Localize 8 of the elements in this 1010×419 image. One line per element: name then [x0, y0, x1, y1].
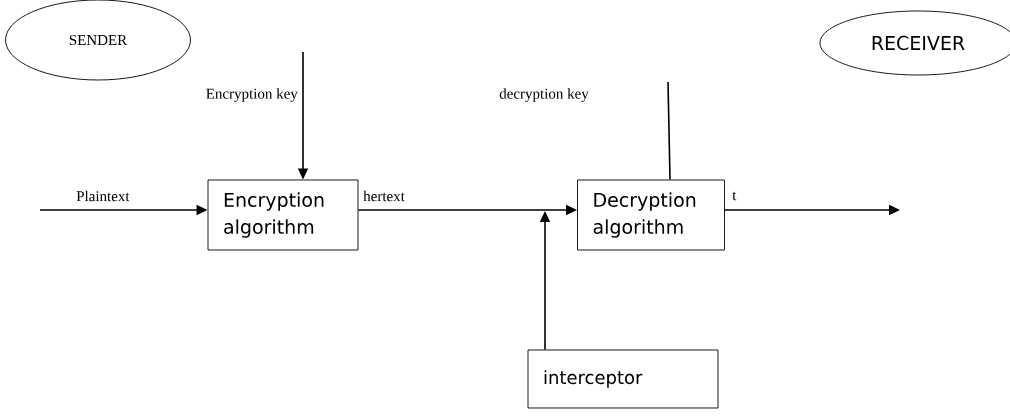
process-box: Encryption algorithm: [207, 179, 359, 251]
label: t: [732, 191, 737, 201]
label: Plaintext: [76, 190, 130, 202]
label: Encryption key: [206, 88, 298, 102]
process-box: interceptor: [527, 349, 719, 409]
label: decryption key: [499, 88, 589, 102]
process-box: Decryption algorithm: [577, 179, 725, 251]
label: hertext: [363, 190, 405, 202]
